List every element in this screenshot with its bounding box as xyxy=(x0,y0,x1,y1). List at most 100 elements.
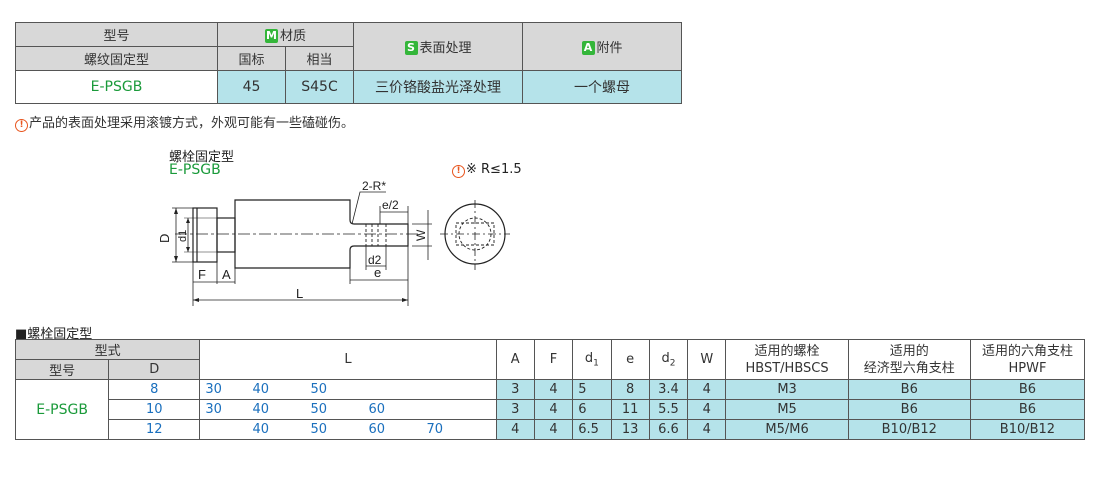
dim-header-l: L xyxy=(199,339,497,380)
dim-l[interactable]: 40 xyxy=(247,419,306,440)
dim-d1-label: d1 xyxy=(177,230,189,242)
dim-hex: B6 xyxy=(847,379,971,400)
dim-a-label: A xyxy=(222,267,231,282)
spec-accessory: 一个螺母 xyxy=(522,70,683,104)
spec-surface: 三价铬酸盐光泽处理 xyxy=(353,70,524,104)
dim-header-model: 型号 xyxy=(14,359,110,380)
dim-hpwf: B10/B12 xyxy=(969,419,1086,440)
dim-w: 4 xyxy=(687,379,727,400)
dim-e: 11 xyxy=(610,399,650,420)
dim-header-hex-1: 适用的 xyxy=(889,343,929,359)
table-row: 10 30 40 50 60 3 4 6 11 5.5 4 M5 B6 B6 xyxy=(16,399,1086,420)
spec-equiv: S45C xyxy=(284,70,355,104)
dim-l[interactable] xyxy=(421,399,480,420)
dim-d2: 6.6 xyxy=(648,419,689,440)
dim-f-label: F xyxy=(198,267,206,282)
spec-header-equiv: 相当 xyxy=(284,46,355,71)
r-note-text: ※ R≤1.5 xyxy=(466,162,522,177)
dim-l[interactable]: 60 xyxy=(363,419,422,440)
technical-drawing: D d1 F A L e d2 e/2 2-R* W xyxy=(157,180,510,306)
dim-d[interactable]: 10 xyxy=(108,399,201,420)
dim-l[interactable] xyxy=(479,399,497,420)
neck-outline xyxy=(216,217,236,253)
dim-d1: 6 xyxy=(572,399,612,420)
dim-l[interactable] xyxy=(363,379,422,400)
dim-header-a: A xyxy=(495,339,535,380)
dim-d1: 5 xyxy=(572,379,612,400)
dim-header-d1-text: d xyxy=(584,350,594,366)
dim-l[interactable]: 40 xyxy=(247,399,306,420)
spec-header-accessory-label: 附件 xyxy=(596,41,623,56)
dim-d[interactable]: 12 xyxy=(108,419,201,440)
dim-header-type: 型式 xyxy=(14,339,201,360)
dim-w: 4 xyxy=(687,419,727,440)
dim-d2: 3.4 xyxy=(648,379,689,400)
dim-hpwf: B6 xyxy=(969,379,1086,400)
dim-bolt: M5/M6 xyxy=(725,419,849,440)
dim-l[interactable]: 70 xyxy=(421,419,480,440)
dim-l[interactable]: 40 xyxy=(247,379,306,400)
dim-header-hex: 适用的经济型六角支柱 xyxy=(847,339,971,380)
dim-f: 4 xyxy=(533,399,574,420)
surface-badge: S xyxy=(404,41,418,55)
dim-l[interactable]: 50 xyxy=(305,379,364,400)
dim-l[interactable] xyxy=(479,419,497,440)
dim-l[interactable]: 50 xyxy=(305,399,364,420)
dim-header-e: e xyxy=(610,339,650,380)
dim-f: 4 xyxy=(533,419,574,440)
dim-e-label: e xyxy=(374,265,381,280)
dim-e: 13 xyxy=(610,419,650,440)
dim-a: 3 xyxy=(495,399,535,420)
dim-header-hpwf-2: HPWF xyxy=(1008,360,1047,376)
section-title: ■螺栓固定型 xyxy=(15,327,93,342)
spec-header-material-label: 材质 xyxy=(280,29,307,44)
surface-note: !产品的表面处理采用滚镀方式，外观可能有一些磕碰伤。 xyxy=(15,112,354,132)
spec-gb: 45 xyxy=(217,70,286,104)
dim-header-d1-sub: 1 xyxy=(593,358,599,369)
dim-model[interactable]: E-PSGB xyxy=(14,379,110,440)
dim-hpwf: B6 xyxy=(969,399,1086,420)
dim-header-bolt-2: HBST/HBSCS xyxy=(745,360,829,376)
dim-hex: B6 xyxy=(847,399,971,420)
dim-l[interactable]: 30 xyxy=(199,379,248,400)
dim-2r-label: 2-R* xyxy=(362,180,386,193)
dim-e2-label: e/2 xyxy=(382,198,399,212)
dim-l[interactable]: 50 xyxy=(305,419,364,440)
dim-header-d2: d2 xyxy=(648,339,689,380)
material-badge: M xyxy=(265,29,278,43)
dim-header-d1: d1 xyxy=(572,339,612,380)
spec-header-surface-label: 表面处理 xyxy=(419,41,472,56)
dim-l[interactable]: 60 xyxy=(363,399,422,420)
spec-header-gb: 国标 xyxy=(217,46,286,71)
table-row: E-PSGB 8 30 40 50 3 4 5 8 3.4 4 M3 B6 B6 xyxy=(14,379,1086,440)
dim-header-hex-2: 经济型六角支柱 xyxy=(863,360,955,376)
surface-note-text: 产品的表面处理采用滚镀方式，外观可能有一些磕碰伤。 xyxy=(29,116,355,131)
dim-a: 3 xyxy=(495,379,535,400)
dim-d[interactable]: 8 xyxy=(108,379,201,400)
dim-f: 4 xyxy=(533,379,574,400)
spec-model[interactable]: E-PSGB xyxy=(15,70,218,104)
dim-header-hpwf-1: 适用的六角支柱 xyxy=(981,343,1073,359)
dim-a: 4 xyxy=(495,419,535,440)
dim-l-label: L xyxy=(296,286,303,301)
dim-l[interactable] xyxy=(479,379,497,400)
dim-l[interactable]: 30 xyxy=(199,399,248,420)
dim-w: 4 xyxy=(687,399,727,420)
dim-w-label: W xyxy=(414,229,428,241)
dim-header-d2-sub: 2 xyxy=(669,358,676,369)
spec-header-model: 型号 xyxy=(15,22,218,47)
dim-e: 8 xyxy=(610,379,650,400)
dim-header-f: F xyxy=(533,339,574,380)
dim-d-label: D xyxy=(157,234,172,243)
drawing-title: 螺栓固定型 xyxy=(169,150,235,165)
spec-header-model-sub: 螺纹固定型 xyxy=(15,46,218,71)
dim-bolt: M5 xyxy=(725,399,849,420)
dim-l[interactable] xyxy=(421,379,480,400)
dim-l[interactable] xyxy=(199,419,248,440)
dim-header-d: D xyxy=(108,359,201,380)
accessory-badge: A xyxy=(581,41,595,55)
